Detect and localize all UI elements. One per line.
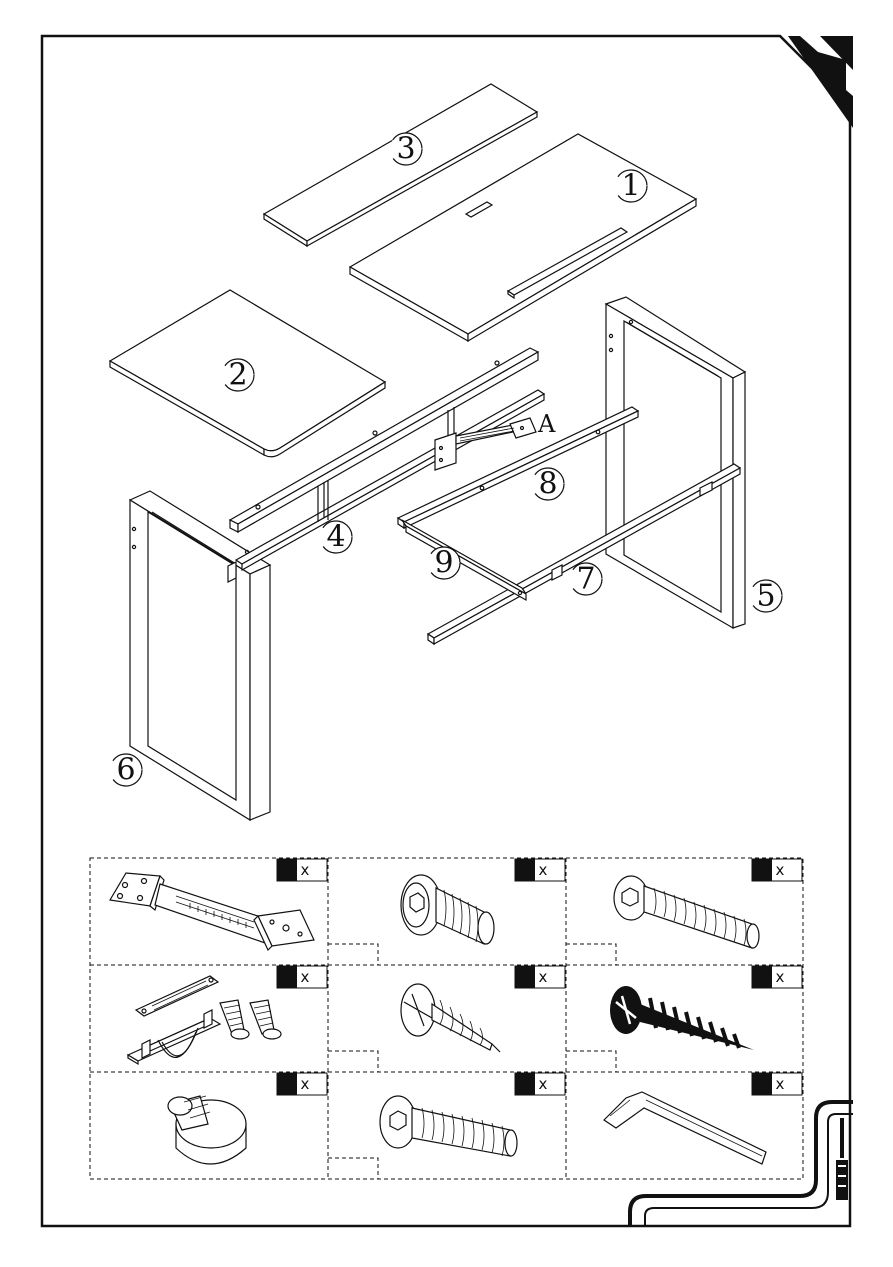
- corner-bracket-icon: [110, 873, 314, 950]
- svg-text:x: x: [776, 968, 785, 986]
- hex-socket-bolt-medium-icon: [380, 1096, 517, 1156]
- part-label-2: 2: [222, 358, 254, 393]
- part-label-9: 9: [428, 546, 460, 581]
- leg-frame-6: [130, 491, 270, 820]
- svg-text:2: 2: [228, 358, 247, 393]
- part-label-1: 1: [615, 169, 647, 204]
- adjustable-foot-icon: [168, 1096, 246, 1164]
- svg-text:x: x: [301, 861, 310, 879]
- qty-badge-6: x: [752, 966, 802, 988]
- svg-text:5: 5: [756, 579, 775, 614]
- qty-badge-7: x: [277, 1073, 327, 1095]
- hex-socket-bolt-long-icon: [614, 876, 759, 948]
- svg-text:9: 9: [434, 546, 453, 581]
- cam-lock-plate-icon: [128, 976, 281, 1064]
- qty-badge-8: x: [515, 1073, 565, 1095]
- qty-badge-9: x: [752, 1073, 802, 1095]
- qty-badge-2: x: [515, 859, 565, 881]
- qty-badge-5: x: [515, 966, 565, 988]
- qty-badge-4: x: [277, 966, 327, 988]
- svg-text:x: x: [776, 1075, 785, 1093]
- qty-badge-3: x: [752, 859, 802, 881]
- svg-text:1: 1: [621, 169, 640, 204]
- allen-key-icon: [604, 1092, 766, 1164]
- screwdriver-icon: [836, 1118, 848, 1200]
- svg-text:x: x: [301, 968, 310, 986]
- svg-text:x: x: [301, 1075, 310, 1093]
- svg-text:8: 8: [538, 467, 557, 502]
- part-label-3: 3: [390, 132, 422, 167]
- part-label-7: 7: [570, 562, 602, 597]
- bracket-a-label: A: [537, 410, 556, 438]
- hex-socket-bolt-short-icon: [401, 875, 494, 944]
- part-label-8: 8: [532, 467, 564, 502]
- svg-text:x: x: [539, 968, 548, 986]
- svg-text:x: x: [539, 1075, 548, 1093]
- leg-frame-5: [606, 297, 745, 628]
- part-label-4: 4: [320, 520, 352, 555]
- svg-text:x: x: [776, 861, 785, 879]
- beam-9: [402, 520, 526, 600]
- part-label-6: 6: [110, 753, 142, 788]
- part-label-5: 5: [750, 579, 782, 614]
- svg-text:6: 6: [116, 753, 135, 788]
- screwdriver-badge: [630, 1102, 853, 1226]
- svg-text:3: 3: [396, 132, 415, 167]
- svg-text:4: 4: [326, 520, 345, 555]
- svg-text:7: 7: [576, 562, 595, 597]
- phillips-long-wood-screw-icon: [610, 986, 754, 1050]
- quantity-badges: x x x x x x x x x: [277, 859, 802, 1095]
- qty-badge-1: x: [277, 859, 327, 881]
- svg-text:x: x: [539, 861, 548, 879]
- phillips-wood-screw-icon: [401, 984, 500, 1052]
